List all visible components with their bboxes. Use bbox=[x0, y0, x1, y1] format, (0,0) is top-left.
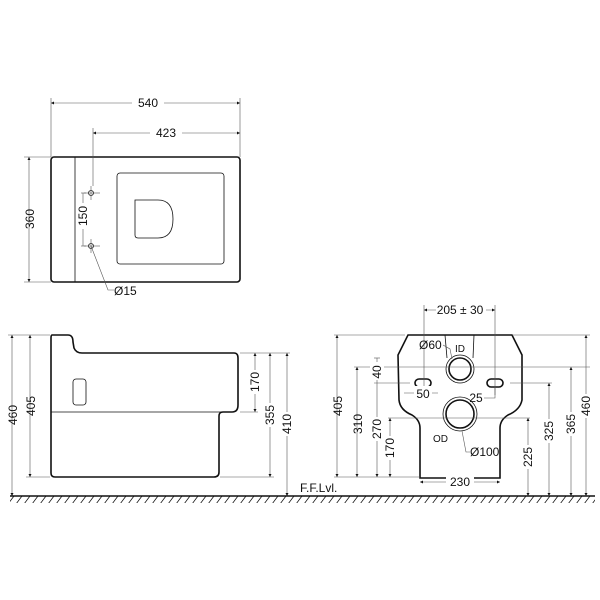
dim-40: 40 bbox=[370, 365, 384, 379]
dim-hole-spacing: 150 bbox=[76, 206, 90, 226]
inlet-ring bbox=[445, 354, 475, 384]
dim-slot-offset: 25 bbox=[469, 391, 483, 405]
bowl-outline-side bbox=[50, 334, 239, 478]
dim-325: 325 bbox=[542, 421, 556, 441]
dim-inlet-height: 170 bbox=[248, 372, 262, 392]
outlet-pipe bbox=[445, 399, 475, 429]
dim-310: 310 bbox=[351, 414, 365, 434]
dim-depth: 360 bbox=[23, 209, 37, 229]
dim-width: 540 bbox=[138, 96, 158, 110]
floor-line: F.F.Lvl. bbox=[10, 481, 595, 503]
dim-170: 170 bbox=[383, 438, 397, 458]
outlet-ring bbox=[442, 396, 478, 432]
outlet-diameter-label: Ø100 bbox=[470, 445, 500, 459]
dim-365: 365 bbox=[564, 414, 578, 434]
dim-total-height: 460 bbox=[6, 405, 20, 425]
dim-body-height: 405 bbox=[24, 396, 38, 416]
top-view: 540 423 360 150 Ø15 bbox=[23, 95, 241, 298]
bowl-d-shape bbox=[134, 199, 174, 239]
dim-rim-height: 410 bbox=[280, 414, 294, 434]
dim-frame-height: 405 bbox=[331, 396, 345, 416]
dim-slot-width: 50 bbox=[416, 387, 430, 401]
bowl-outline-top bbox=[50, 156, 241, 283]
side-view: 460 405 170 355 410 bbox=[6, 334, 294, 496]
seat-opening bbox=[116, 172, 225, 265]
dim-hole-diameter: Ø15 bbox=[114, 284, 137, 298]
dim-base-width: 230 bbox=[450, 475, 470, 489]
left-slot bbox=[414, 378, 432, 388]
dim-460: 460 bbox=[579, 396, 593, 416]
inlet-pipe bbox=[448, 357, 472, 381]
front-view: 205 ± 30 405 310 40 270 170 50 25 Ø60 ID… bbox=[331, 302, 593, 496]
inlet-opening bbox=[72, 378, 87, 406]
dim-270: 270 bbox=[370, 419, 384, 439]
floor-level-label: F.F.Lvl. bbox=[300, 481, 337, 495]
dim-225: 225 bbox=[521, 447, 535, 467]
inlet-label: ID bbox=[455, 344, 465, 355]
inlet-diameter-label: Ø60 bbox=[419, 338, 442, 352]
dim-fixing-distance: 423 bbox=[156, 126, 176, 140]
outlet-label: OD bbox=[433, 434, 448, 445]
dim-outlet-height: 355 bbox=[263, 405, 277, 425]
dim-stud-spacing: 205 ± 30 bbox=[437, 303, 484, 317]
